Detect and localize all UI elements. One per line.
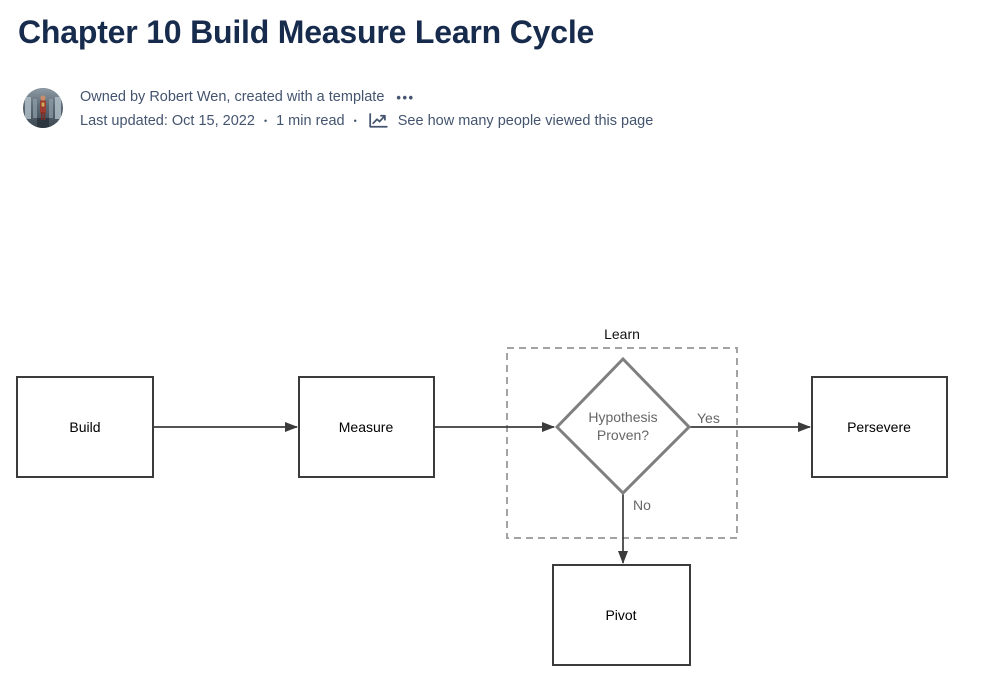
persevere-node bbox=[811, 376, 948, 478]
pivot-node-label: Pivot bbox=[605, 607, 636, 623]
build-node bbox=[16, 376, 154, 478]
avatar-image bbox=[23, 88, 63, 128]
edge-label-no: No bbox=[633, 497, 651, 513]
byline-owner-row: Owned by Robert Wen, created with a temp… bbox=[80, 89, 653, 105]
decision-label-line1: Hypothesis bbox=[588, 409, 657, 425]
byline-meta-row: Last updated: Oct 15, 2022 • 1 min read … bbox=[80, 112, 653, 130]
more-actions-button[interactable]: ••• bbox=[396, 89, 415, 105]
decision-diamond bbox=[554, 356, 692, 496]
measure-node bbox=[298, 376, 435, 478]
byline: Owned by Robert Wen, created with a temp… bbox=[23, 88, 653, 130]
separator-dot: • bbox=[353, 116, 357, 126]
decision-label-line2: Proven? bbox=[597, 427, 649, 443]
read-time-text: 1 min read bbox=[276, 113, 345, 129]
page-title: Chapter 10 Build Measure Learn Cycle bbox=[18, 14, 595, 50]
analytics-icon bbox=[368, 112, 389, 130]
build-node-label: Build bbox=[69, 419, 100, 435]
persevere-node-label: Persevere bbox=[847, 419, 911, 435]
owned-by-text: Owned by Robert Wen, created with a temp… bbox=[80, 89, 385, 105]
last-updated-text: Last updated: Oct 15, 2022 bbox=[80, 113, 255, 129]
edge-label-yes: Yes bbox=[697, 410, 720, 426]
measure-node-label: Measure bbox=[339, 419, 394, 435]
learn-group-box bbox=[506, 347, 738, 539]
views-link[interactable]: See how many people viewed this page bbox=[397, 113, 654, 129]
learn-group-label: Learn bbox=[604, 326, 640, 342]
avatar[interactable] bbox=[23, 88, 63, 128]
pivot-node bbox=[552, 564, 691, 666]
byline-text: Owned by Robert Wen, created with a temp… bbox=[80, 88, 653, 130]
separator-dot: • bbox=[263, 116, 268, 126]
